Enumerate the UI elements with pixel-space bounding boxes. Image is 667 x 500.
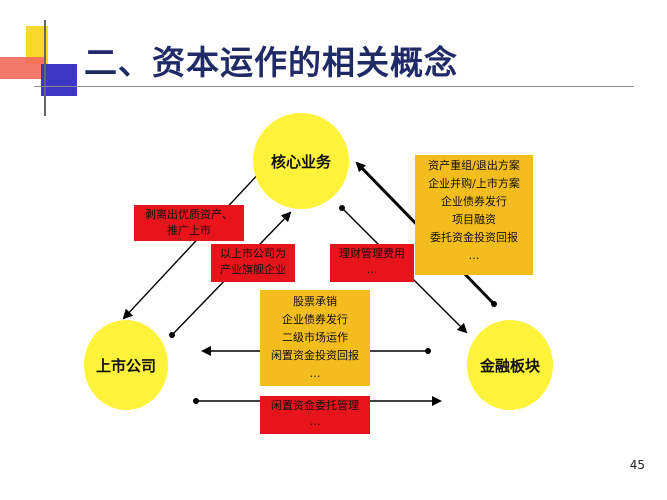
node-finance-sector: 金融板块 xyxy=(467,320,553,410)
title-decoration-vertical-line xyxy=(44,20,46,116)
box-flagship-enterprise: 以上市公司为 产业旗舰企业 xyxy=(211,244,295,282)
box-strip-assets: 剥离出优质资产、 推广上市 xyxy=(134,205,244,241)
page-number: 45 xyxy=(629,458,645,472)
title-decoration-blue xyxy=(41,64,77,96)
title-underline xyxy=(34,86,634,87)
title-decoration-red xyxy=(0,57,44,79)
box-entrusted-management: 闲置资金委托管理 … xyxy=(260,396,370,434)
title-decoration-yellow xyxy=(26,26,48,64)
node-listed-company: 上市公司 xyxy=(84,320,168,410)
box-wealth-management-fee: 理财管理费用 … xyxy=(330,244,414,282)
node-core-business: 核心业务 xyxy=(253,113,349,209)
box-capital-operations: 股票承销 企业债券发行 二级市场运作 闲置资金投资回报 … xyxy=(260,290,370,386)
slide-title: 二、资本运作的相关概念 xyxy=(84,43,458,82)
box-finance-services: 资产重组/退出方案 企业并购/上市方案 企业债券发行 项目融资 委托资金投资回报… xyxy=(415,155,533,275)
